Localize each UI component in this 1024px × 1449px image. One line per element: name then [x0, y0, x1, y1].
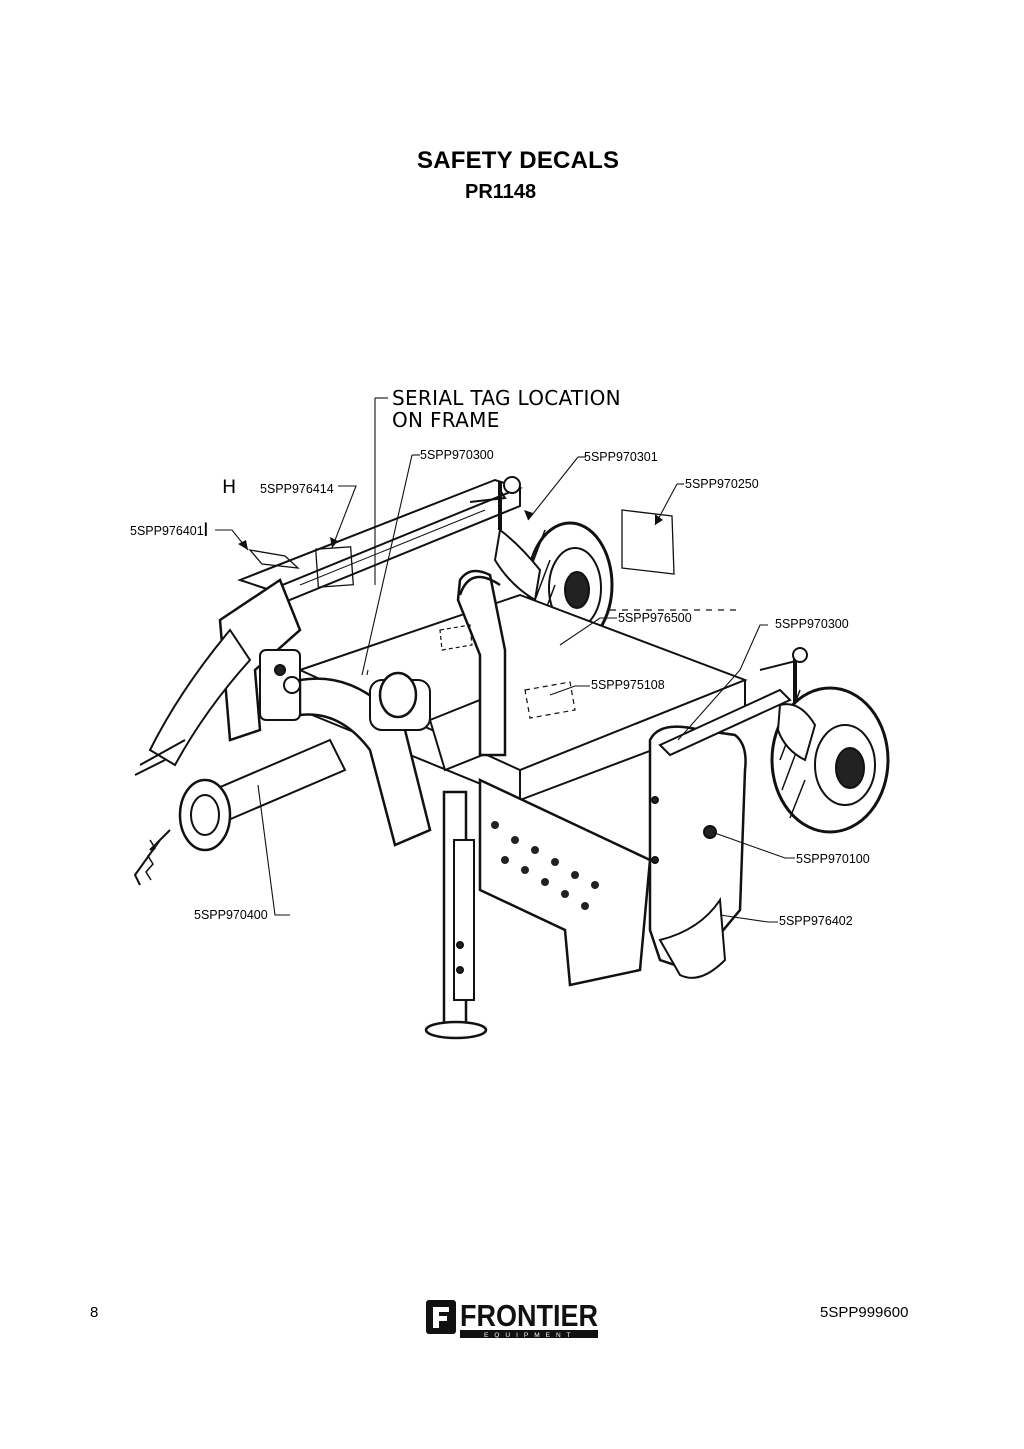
callout-5spp970400: 5SPP970400: [194, 908, 268, 922]
model-number: PR1148: [465, 181, 537, 203]
rotary-tiller-illustration: [133, 397, 890, 1040]
serial-tag-label: SERIAL TAG LOCATION ON FRAME: [392, 387, 621, 431]
brand-subtitle: EQUIPMENT: [484, 1332, 577, 1339]
callout-5spp970250: 5SPP970250: [685, 477, 759, 491]
callout-5spp970300-right: 5SPP970300: [775, 617, 849, 631]
page-number: 8: [90, 1304, 99, 1321]
callout-5spp976500: 5SPP976500: [618, 611, 692, 625]
callout-5spp976401: 5SPP976401: [130, 524, 204, 538]
machine-drawing: [0, 370, 1024, 1050]
frontier-logo-icon: FRONTIER EQUIPMENT: [426, 1298, 598, 1339]
serial-tag-line-1: SERIAL TAG LOCATION: [392, 386, 621, 410]
callout-5spp970301: 5SPP970301: [584, 450, 658, 464]
marker-h: H: [222, 476, 237, 498]
serial-tag-line-2: ON FRAME: [392, 408, 500, 432]
callout-5spp976414: 5SPP976414: [260, 482, 334, 496]
brand-name: FRONTIER: [460, 1298, 598, 1333]
callout-5spp975108: 5SPP975108: [591, 678, 665, 692]
callout-5spp970300-top: 5SPP970300: [420, 448, 494, 462]
callout-5spp976402: 5SPP976402: [779, 914, 853, 928]
frontier-logo: FRONTIER EQUIPMENT: [424, 1296, 602, 1340]
page-title: SAFETY DECALS: [417, 147, 620, 174]
callout-5spp970100: 5SPP970100: [796, 852, 870, 866]
marker-i: I: [203, 519, 209, 541]
document-code: 5SPP999600: [820, 1304, 909, 1321]
